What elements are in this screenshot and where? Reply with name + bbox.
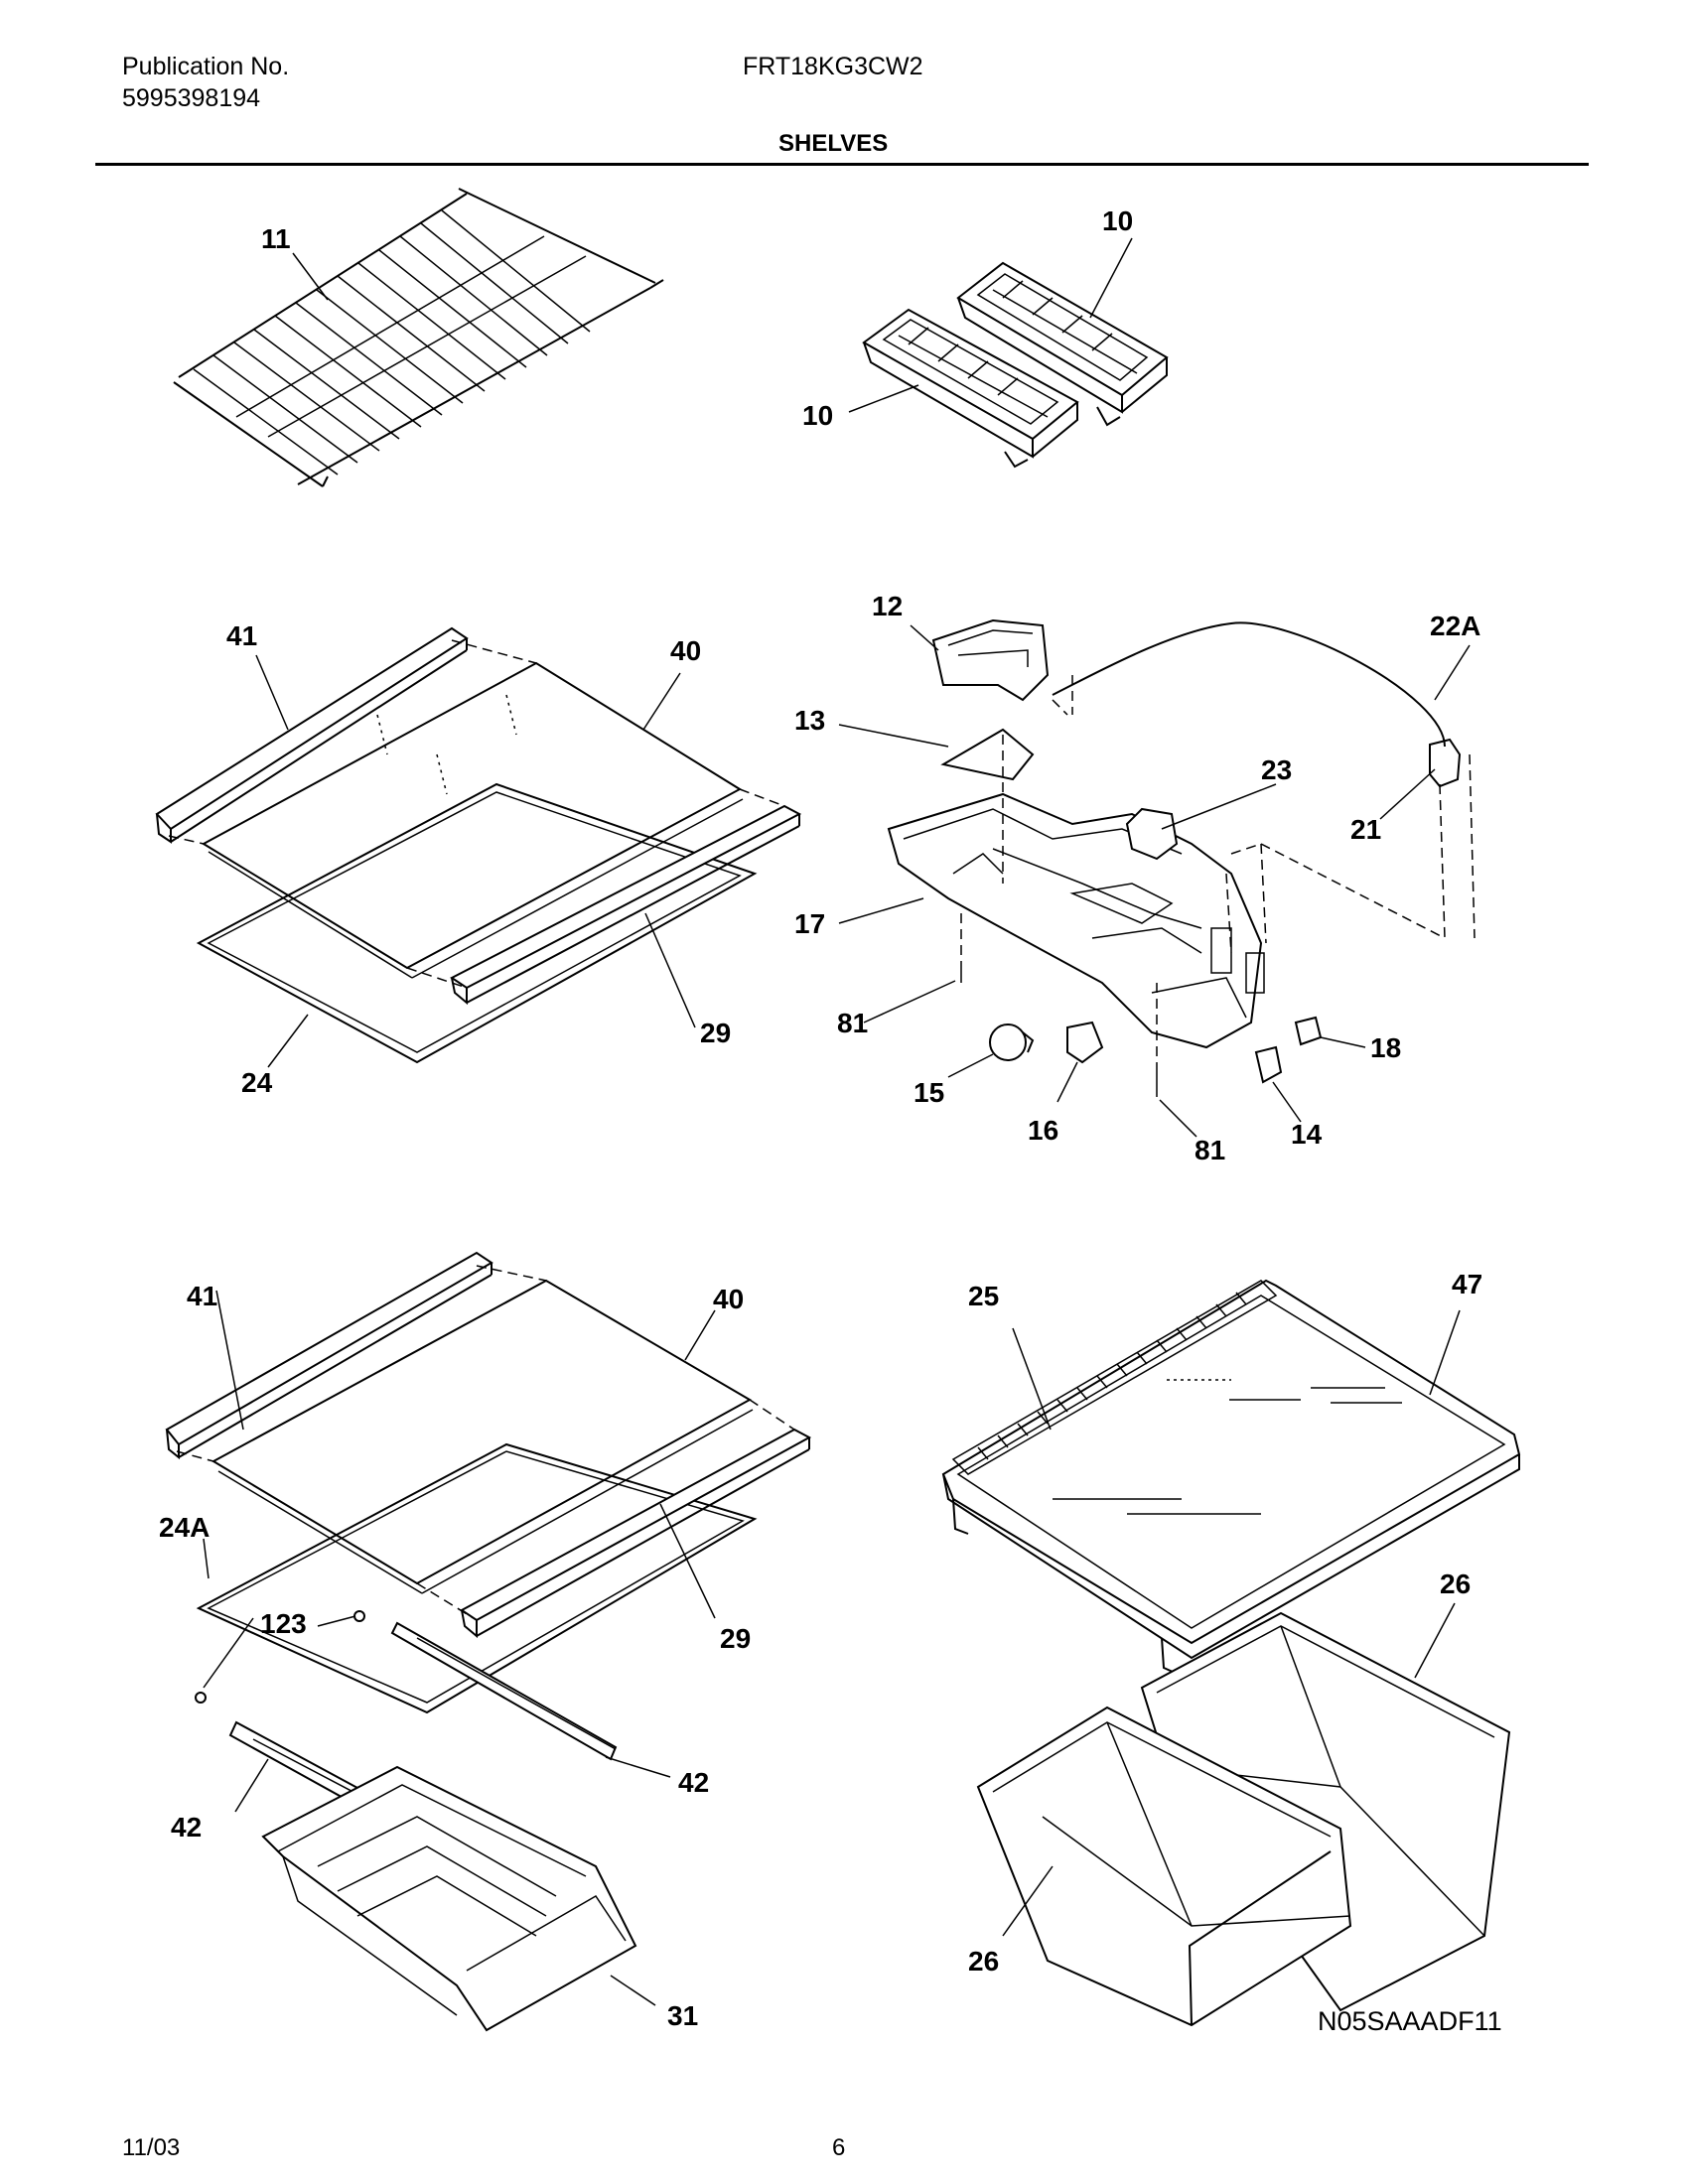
- callout-24: 24: [241, 1067, 273, 1098]
- header-rule: [95, 163, 1589, 166]
- callout-81-left: 81: [837, 1008, 868, 1038]
- callout-42-left: 42: [171, 1812, 202, 1843]
- ice-trays: [862, 261, 1169, 469]
- control-housing: [887, 618, 1476, 1097]
- callout-42-right: 42: [678, 1767, 709, 1798]
- publication-label: Publication No.: [122, 53, 290, 80]
- callouts: 11 10 10 41 40 29 24 12 13 22A 23 21 17 …: [159, 205, 1482, 2031]
- callout-18: 18: [1370, 1032, 1401, 1063]
- callout-123: 123: [260, 1608, 307, 1639]
- callout-10-top: 10: [1102, 205, 1133, 236]
- callout-23: 23: [1261, 754, 1292, 785]
- glass-shelf-lower: [165, 1251, 812, 2032]
- callout-29-lower: 29: [720, 1623, 751, 1654]
- callout-47: 47: [1452, 1269, 1482, 1299]
- callout-12: 12: [872, 591, 903, 621]
- callout-41-lower: 41: [187, 1281, 217, 1311]
- callout-81-right: 81: [1195, 1135, 1225, 1165]
- crisper-drawers: [976, 1611, 1511, 2027]
- publication-number: 5995398194: [122, 84, 261, 112]
- callout-24a: 24A: [159, 1512, 210, 1543]
- callout-10-bottom: 10: [802, 400, 833, 431]
- callout-31: 31: [667, 2000, 698, 2031]
- section-title: SHELVES: [778, 130, 889, 157]
- callout-16: 16: [1028, 1115, 1058, 1146]
- glass-shelf-upper: [155, 626, 802, 1064]
- callout-21: 21: [1350, 814, 1381, 845]
- callout-41-upper: 41: [226, 620, 257, 651]
- callout-22a: 22A: [1430, 611, 1480, 641]
- callout-17: 17: [794, 908, 825, 939]
- callout-11: 11: [261, 223, 291, 254]
- drawing-code: N05SAAADF11: [1318, 2006, 1502, 2036]
- callout-29-upper: 29: [700, 1018, 731, 1048]
- callout-25: 25: [968, 1281, 999, 1311]
- callout-26-right: 26: [1440, 1569, 1471, 1599]
- callout-40-upper: 40: [670, 635, 701, 666]
- callout-14: 14: [1291, 1119, 1323, 1150]
- callout-26-left: 26: [968, 1946, 999, 1977]
- leader-lines: [203, 237, 1471, 2006]
- callout-13: 13: [794, 705, 825, 736]
- callout-15: 15: [914, 1077, 944, 1108]
- model-number: FRT18KG3CW2: [743, 53, 923, 80]
- footer-date: 11/03: [122, 2134, 181, 2161]
- wire-shelf: [173, 188, 664, 487]
- page-number: 6: [832, 2134, 846, 2161]
- crisper-cover: [941, 1279, 1521, 1677]
- callout-40-lower: 40: [713, 1284, 744, 1314]
